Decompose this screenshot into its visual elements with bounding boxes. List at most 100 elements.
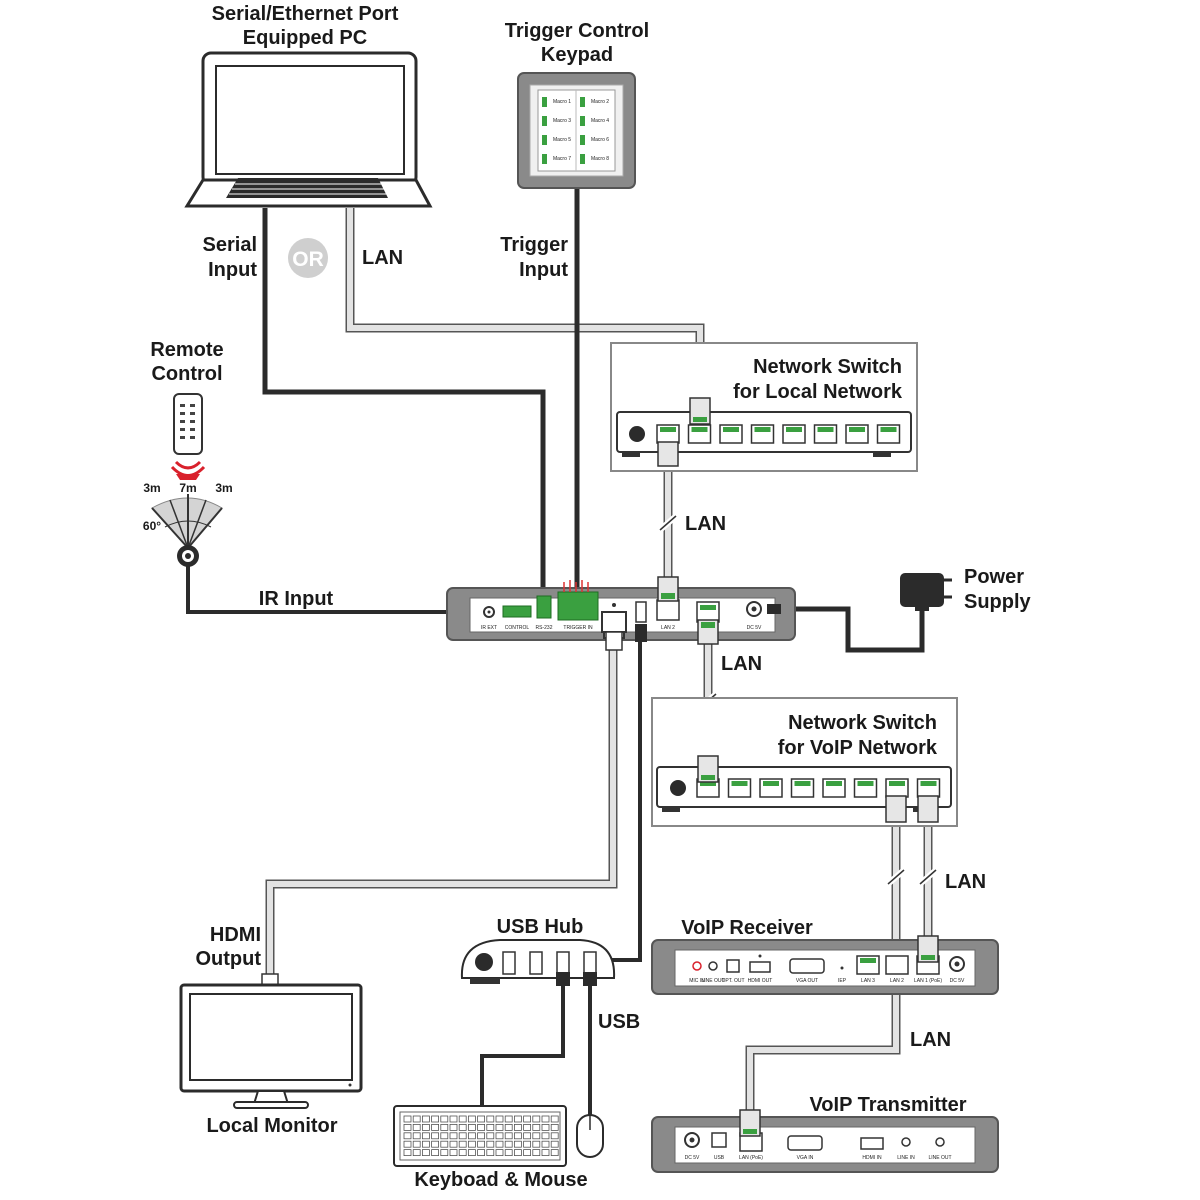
keyboard-key	[467, 1140, 476, 1148]
keyboard-key	[440, 1149, 449, 1156]
keyboard-key	[523, 1124, 531, 1131]
keyboard-key	[431, 1124, 440, 1131]
port-label: TRIGGER IN	[563, 625, 593, 631]
keyboard-key	[403, 1149, 412, 1156]
keyboard-key	[477, 1149, 486, 1156]
port-label: LINE IN	[897, 1155, 915, 1161]
power-cable	[780, 603, 925, 653]
lan-plug-main-2	[657, 576, 679, 602]
switch-port	[656, 424, 680, 444]
port-label: MIC IN	[689, 978, 705, 984]
keyboard-key	[495, 1140, 504, 1148]
local-monitor-label: Local Monitor	[206, 1115, 337, 1137]
lan-cable-voip-transmitter	[745, 820, 906, 1118]
switch-port	[845, 424, 869, 444]
port-label: VGA IN	[797, 1155, 814, 1161]
keyboard-key	[514, 1140, 522, 1148]
keyboard-key	[440, 1124, 449, 1131]
voip-receiver	[651, 939, 999, 995]
ir-range-fan	[151, 494, 223, 549]
keypad-macro-button: Macro 2	[580, 97, 609, 107]
port-label: LINE OUT	[701, 978, 724, 984]
lan-plug-switch-local-pc	[689, 397, 711, 425]
power-supply-icon	[900, 573, 952, 611]
keyboard-key	[458, 1132, 467, 1140]
lan-voip-receiver-label: LAN	[945, 871, 986, 893]
keypad-macro-label: Macro 7	[553, 156, 571, 162]
ir-range-left: 3m	[143, 481, 160, 495]
keyboard-key	[532, 1132, 541, 1140]
port-label: VGA OUT	[796, 978, 818, 984]
keyboard-key	[467, 1115, 476, 1123]
keypad-macro-button: Macro 4	[580, 116, 609, 126]
switch-local-label-2: for Local Network	[733, 381, 903, 403]
keyboard-key	[412, 1132, 421, 1140]
keyboard-key	[467, 1149, 476, 1156]
port-label: LINE OUT	[928, 1155, 951, 1161]
keyboard-key	[477, 1115, 486, 1123]
keyboard-key	[523, 1132, 531, 1140]
usb-cable-keyboard	[480, 985, 565, 1106]
or-badge	[288, 238, 328, 278]
keyboard-key	[412, 1115, 421, 1123]
keyboard-key	[431, 1140, 440, 1148]
keyboard-key	[495, 1124, 504, 1131]
switch-local-label-1: Network Switch	[753, 356, 902, 378]
keyboard-key	[458, 1149, 467, 1156]
pc-laptop	[184, 51, 433, 208]
keyboard-key	[532, 1149, 541, 1156]
lan-switch-main-label: LAN	[685, 513, 726, 535]
keyboard-key	[532, 1115, 541, 1123]
keyboard-key	[495, 1132, 504, 1140]
mouse-icon	[576, 1114, 604, 1158]
keyboard-key	[449, 1115, 458, 1123]
keyboard-key	[467, 1132, 476, 1140]
switch-local-ports	[656, 424, 901, 444]
keyboard-key	[486, 1140, 495, 1148]
keyboard-key	[449, 1140, 458, 1148]
keyboard-key	[541, 1132, 550, 1140]
hdmi-plug-main	[601, 611, 627, 651]
keyboard-key	[403, 1115, 412, 1123]
lan-main-voip-label: LAN	[721, 653, 762, 675]
lan-plug-receiver	[917, 935, 939, 963]
lan-cable-switch-main	[658, 460, 678, 580]
keypad-macro-label: Macro 2	[591, 99, 609, 105]
keyboard-key	[467, 1124, 476, 1131]
keyboard-key	[403, 1132, 412, 1140]
switch-voip-label-1: Network Switch	[788, 712, 937, 734]
hdmi-label-1: HDMI	[210, 924, 261, 946]
keyboard-key	[431, 1149, 440, 1156]
usb-hub	[460, 939, 616, 986]
keyboard-key	[458, 1115, 467, 1123]
port-label: RS-232	[536, 625, 553, 631]
keyboard-key	[550, 1115, 559, 1123]
keyboard-mouse-label: Keyboad & Mouse	[414, 1169, 587, 1191]
ir-angle-label: 60°	[143, 519, 161, 533]
switch-port	[813, 424, 838, 444]
keyboard-key	[523, 1115, 531, 1123]
keyboard-key	[550, 1149, 559, 1156]
port-label: IEP	[838, 978, 847, 984]
keypad-label-line1: Trigger Control	[505, 20, 649, 42]
serial-input-label-2: Input	[208, 259, 257, 281]
keyboard-key	[421, 1149, 430, 1156]
keypad-macro-label: Macro 5	[553, 137, 571, 143]
lan-transmitter-label: LAN	[910, 1029, 951, 1051]
keypad-label-line2: Keypad	[541, 44, 613, 66]
remote-label-1: Remote	[150, 339, 223, 361]
port-label: OPT. OUT	[721, 978, 744, 984]
keypad-macro-button: Macro 1	[542, 97, 571, 107]
remote-label-2: Control	[151, 363, 222, 385]
keyboard-key	[504, 1115, 513, 1123]
ir-receiver-icon	[177, 545, 199, 567]
keyboard-key	[431, 1115, 440, 1123]
port-label: LAN (PoE)	[739, 1155, 763, 1161]
keyboard-key	[486, 1124, 495, 1131]
switch-voip-label-2: for VoIP Network	[778, 737, 938, 759]
keyboard-key	[440, 1132, 449, 1140]
keyboard-key	[495, 1115, 504, 1123]
remote-control	[173, 393, 203, 455]
switch-port	[822, 778, 846, 798]
